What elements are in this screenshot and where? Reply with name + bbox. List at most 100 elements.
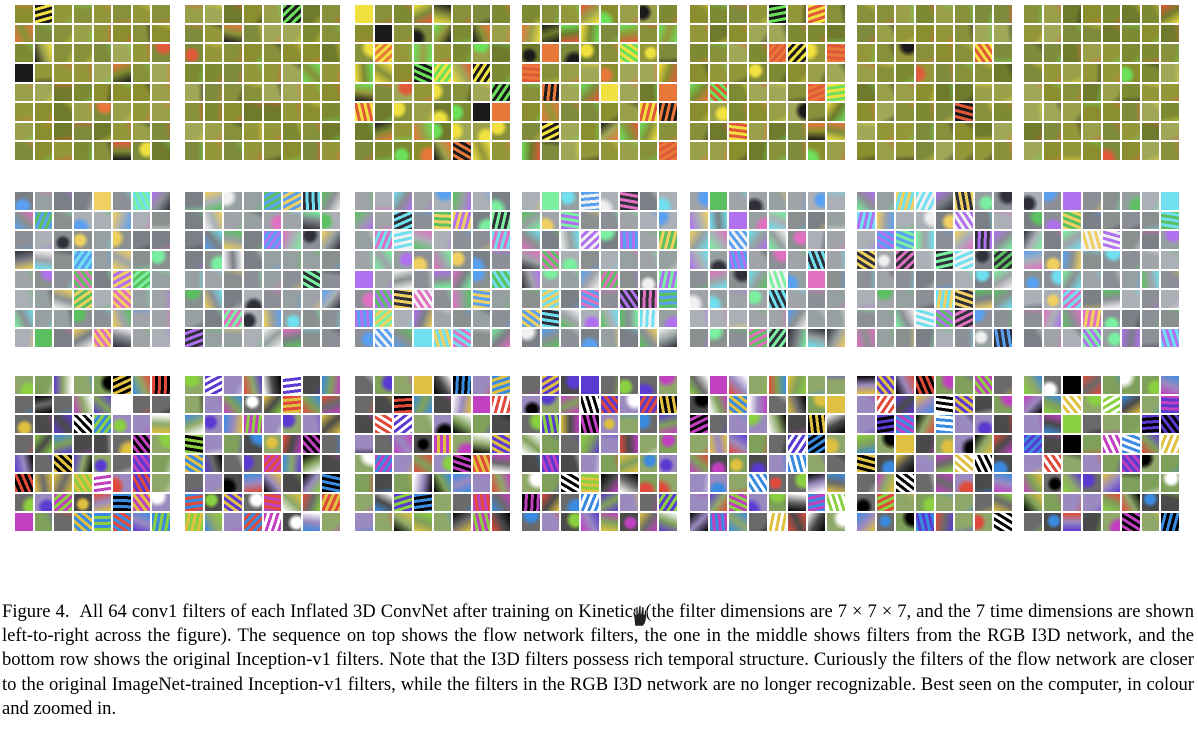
filter-cell — [807, 24, 826, 43]
filter-cell — [994, 290, 1012, 308]
filter-cell — [185, 415, 203, 433]
filter-cell — [243, 309, 262, 328]
filter-cell — [561, 122, 579, 141]
filter-cell — [561, 63, 579, 82]
filter-cell — [54, 309, 72, 328]
filter-cell — [204, 270, 223, 289]
filter-cell — [224, 250, 242, 269]
filter-cell — [243, 290, 262, 308]
filter-cell — [522, 513, 540, 531]
filter-cell — [243, 142, 262, 160]
filter-cell — [472, 192, 491, 210]
filter-cell — [302, 395, 321, 414]
filter-cell — [472, 270, 491, 289]
filter-cell — [896, 5, 914, 23]
filter-cell — [355, 454, 373, 473]
filter-cell — [224, 83, 242, 102]
filter-cell — [302, 415, 321, 433]
filter-cell — [620, 5, 638, 23]
filter-cell — [322, 122, 340, 141]
filter-cell — [34, 454, 53, 473]
filter-cell — [974, 44, 993, 62]
filter-cell — [204, 395, 223, 414]
filter-cell — [73, 290, 92, 308]
filter-cell — [561, 24, 579, 43]
filter-cell — [204, 142, 223, 160]
filter-cell — [857, 103, 875, 121]
filter-cell — [600, 309, 619, 328]
filter-cell — [1122, 5, 1140, 23]
filter-cell — [263, 513, 282, 531]
filter-cell — [876, 309, 895, 328]
filter-cell — [620, 270, 638, 289]
filter-cell — [896, 513, 914, 531]
filter-cell — [857, 376, 875, 394]
filter-cell — [204, 474, 223, 492]
filter-cell — [73, 231, 92, 249]
filter-cell — [34, 192, 53, 210]
filter-cell — [355, 211, 373, 230]
filter-cell — [472, 5, 491, 23]
filter-cell — [113, 395, 131, 414]
filter-cell — [690, 376, 708, 394]
filter-cell — [54, 395, 72, 414]
filter-cell — [639, 192, 658, 210]
filter-cell — [1024, 309, 1042, 328]
filter-cell — [690, 454, 708, 473]
filter-cell — [1063, 192, 1081, 210]
filter-cell — [659, 24, 677, 43]
filter-cell — [915, 250, 934, 269]
filter-cell — [876, 103, 895, 121]
filter-cell — [827, 24, 845, 43]
filter-cell — [185, 290, 203, 308]
filter-cell — [15, 513, 33, 531]
filter-cell — [93, 142, 112, 160]
filter-cell — [1082, 329, 1101, 347]
filter-cell — [394, 83, 412, 102]
filter-cell — [413, 122, 432, 141]
filter-cell — [453, 192, 471, 210]
filter-cell — [915, 474, 934, 492]
filter-cell — [185, 309, 203, 328]
filter-cell — [768, 474, 787, 492]
filter-cell — [283, 103, 301, 121]
filter-cell — [827, 63, 845, 82]
filter-cell — [1161, 309, 1179, 328]
filter-cell — [113, 454, 131, 473]
filter-cell — [1141, 5, 1160, 23]
filter-cell — [1043, 454, 1062, 473]
filter-cell — [807, 493, 826, 512]
filter-cell — [1024, 24, 1042, 43]
filter-cell — [374, 63, 393, 82]
filter-cell — [54, 376, 72, 394]
filter-cell — [394, 493, 412, 512]
filter-cell — [600, 270, 619, 289]
filter-cell — [73, 395, 92, 414]
filter-cell — [896, 83, 914, 102]
filter-cell — [955, 192, 973, 210]
filter-cell — [600, 329, 619, 347]
filter-cell — [1122, 24, 1140, 43]
filter-cell — [355, 434, 373, 453]
filter-cell — [955, 231, 973, 249]
filter-cell — [185, 250, 203, 269]
filter-cell — [541, 415, 560, 433]
filter-cell — [974, 63, 993, 82]
filter-cell — [1024, 44, 1042, 62]
filter-panel-inception-1 — [15, 376, 170, 531]
filter-cell — [322, 24, 340, 43]
filter-cell — [492, 24, 510, 43]
filter-cell — [1082, 192, 1101, 210]
filter-cell — [302, 211, 321, 230]
filter-cell — [132, 329, 151, 347]
filter-cell — [433, 5, 452, 23]
filter-cell — [639, 513, 658, 531]
filter-cell — [152, 329, 170, 347]
filter-cell — [283, 122, 301, 141]
filter-cell — [974, 493, 993, 512]
filter-cell — [827, 434, 845, 453]
filter-cell — [132, 211, 151, 230]
filter-cell — [541, 250, 560, 269]
filter-cell — [788, 211, 806, 230]
filter-cell — [204, 44, 223, 62]
